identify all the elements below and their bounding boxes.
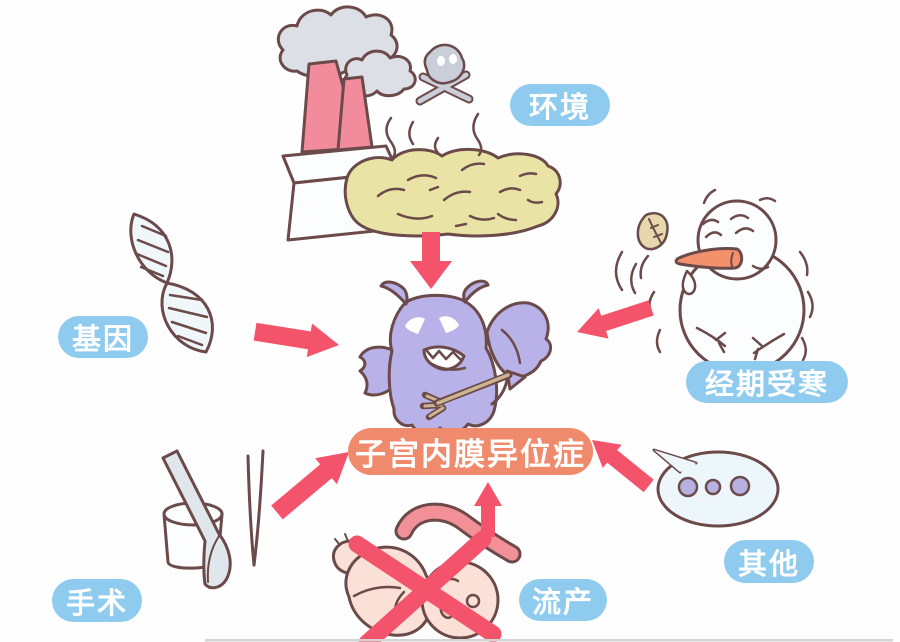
arrow-environment	[410, 232, 452, 289]
trident-icon	[419, 371, 513, 421]
factor-label-menstrual-cold: 经期受寒	[686, 361, 848, 403]
red-cross-icon	[348, 530, 502, 642]
demon-bat-icon	[358, 279, 553, 435]
cropped-caption-line	[205, 639, 893, 642]
ellipsis-dots	[677, 475, 751, 498]
arrow-other	[592, 440, 654, 493]
demon-eye	[405, 317, 425, 334]
scalpel-icon	[161, 449, 232, 590]
arrow-menstrual-cold	[577, 300, 654, 339]
factor-label-miscarriage: 流产	[519, 579, 607, 621]
surgical-tools-icon	[161, 449, 265, 590]
shivering-snowman-icon	[614, 188, 814, 374]
speech-bubble-icon	[652, 448, 780, 528]
dna-helix-icon	[129, 212, 214, 354]
drip-icon	[681, 269, 697, 296]
factor-label-other: 其他	[724, 540, 814, 583]
forceps-icon	[246, 449, 265, 567]
carrot-nose-icon	[674, 247, 744, 270]
arrow-genes	[253, 322, 339, 358]
demon-eye	[439, 316, 459, 333]
waste-pile-icon	[343, 148, 562, 238]
arrow-surgery	[271, 452, 349, 520]
falling-leaf-icon	[614, 212, 669, 295]
factor-label-environment: 环境	[510, 84, 610, 126]
fume-lines	[385, 112, 483, 161]
arrows	[253, 232, 654, 537]
chimney-icon	[300, 59, 374, 154]
factor-label-genes: 基因	[58, 316, 148, 358]
skull-crossbones-icon	[415, 43, 474, 106]
center-label-endometriosis: 子宫内膜异位症	[348, 428, 593, 475]
factory-pollution-icon	[276, 5, 562, 242]
crossed-baby-icon	[332, 502, 522, 642]
factor-label-surgery: 手术	[52, 579, 142, 622]
arrow-miscarriage	[474, 482, 502, 537]
